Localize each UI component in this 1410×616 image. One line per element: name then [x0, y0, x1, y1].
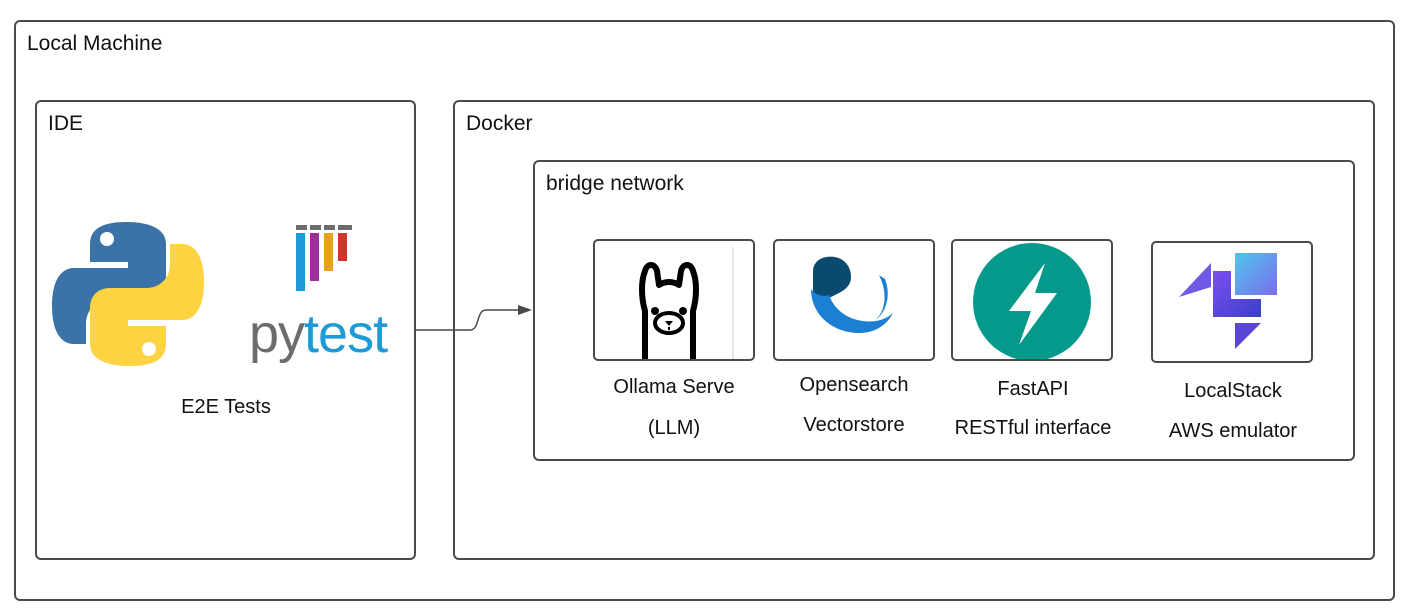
opensearch-role: Vectorstore: [803, 414, 905, 436]
connector-arrow: [416, 305, 532, 331]
localstack-icon: [1179, 253, 1277, 349]
ollama-name: Ollama Serve: [613, 376, 735, 398]
pytest-word-suffix: test: [304, 304, 388, 364]
pytest-wordmark: pytest: [249, 304, 388, 364]
pytest-logo-icon: [296, 225, 352, 291]
localstack-name: LocalStack: [1184, 380, 1282, 402]
bridge-network-title: bridge network: [546, 172, 684, 195]
opensearch-card: [773, 239, 935, 361]
ollama-role: (LLM): [647, 417, 701, 439]
ide-title: IDE: [48, 112, 84, 135]
python-logo-icon: [52, 222, 204, 366]
fastapi-icon: [973, 243, 1091, 359]
e2e-tests-caption: E2E Tests: [181, 396, 271, 418]
opensearch-icon: [811, 256, 893, 333]
ollama-llama-icon: [639, 247, 734, 359]
fastapi-name: FastAPI: [997, 378, 1069, 400]
localstack-role: AWS emulator: [1168, 420, 1298, 442]
localstack-card: [1151, 241, 1313, 363]
opensearch-name: Opensearch: [799, 374, 909, 396]
ollama-card: [593, 239, 755, 361]
local-machine-title: Local Machine: [27, 32, 163, 55]
docker-title: Docker: [466, 112, 533, 135]
fastapi-card: [951, 239, 1113, 361]
pytest-word-prefix: py: [249, 304, 305, 364]
fastapi-role: RESTful interface: [954, 417, 1112, 439]
